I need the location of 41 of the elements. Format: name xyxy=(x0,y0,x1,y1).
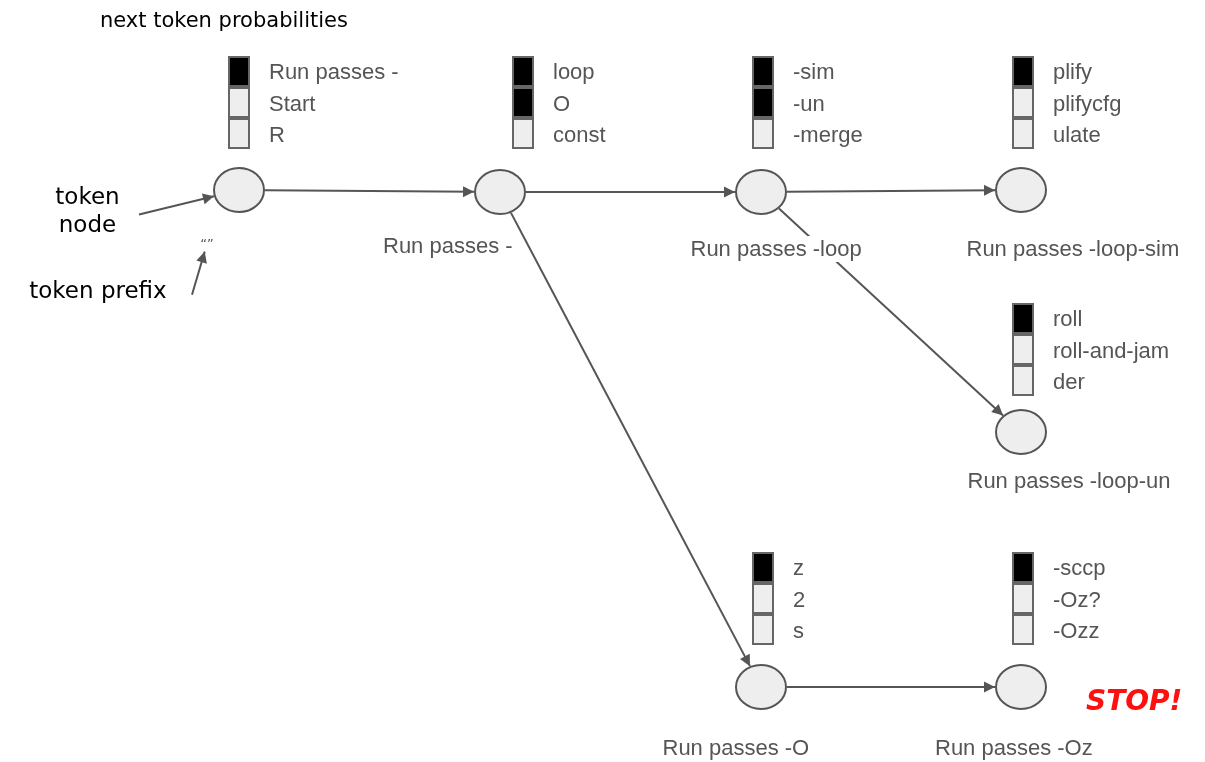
annotation-text: “” xyxy=(199,236,215,252)
candidate-token-label: roll-and-jam xyxy=(1053,339,1170,362)
annotation-text: token prefix xyxy=(28,277,168,305)
candidate-token-label: Run passes - xyxy=(269,61,399,83)
candidate-token-label: -sim xyxy=(793,61,835,83)
arrow xyxy=(510,211,751,668)
token-node-circle xyxy=(735,169,787,215)
token-prefix-label: Run passes -loop xyxy=(690,236,862,262)
leader-arrow xyxy=(138,193,215,216)
token-node-circle xyxy=(735,664,787,710)
candidate-token-label: -un xyxy=(793,92,825,115)
candidate-token-label: const xyxy=(553,124,606,146)
arrow xyxy=(786,681,996,693)
heading-label: next token probabilities xyxy=(100,10,348,31)
candidate-token-label: plifycfg xyxy=(1053,92,1122,115)
arrow xyxy=(786,184,996,196)
candidate-token-label: roll xyxy=(1053,308,1083,330)
candidate-token-label: s xyxy=(793,620,804,642)
candidate-token-label: loop xyxy=(553,61,595,83)
candidate-token-label: Start xyxy=(269,92,316,115)
candidate-token-label: 2 xyxy=(793,588,806,611)
token-node-circle xyxy=(995,664,1047,710)
arrow xyxy=(264,186,475,198)
candidate-token-label: -sccp xyxy=(1053,557,1106,579)
arrow xyxy=(778,207,1004,417)
candidate-token-label: z xyxy=(793,557,804,579)
candidate-token-label: -Ozz xyxy=(1053,620,1100,642)
stop-label: STOP! xyxy=(1086,687,1183,715)
token-node-circle xyxy=(995,409,1047,455)
candidate-token-label: R xyxy=(269,124,285,146)
candidate-token-label: ulate xyxy=(1053,124,1101,146)
token-node-circle xyxy=(474,169,526,215)
token-node-circle xyxy=(213,167,265,213)
annotation-text: token node xyxy=(54,183,121,239)
token-node-circle xyxy=(995,167,1047,213)
candidate-token-label: O xyxy=(553,92,571,115)
candidate-token-label: -Oz? xyxy=(1053,588,1101,611)
leader-arrow xyxy=(191,250,207,296)
candidate-token-label: -merge xyxy=(793,124,863,146)
candidate-token-label: der xyxy=(1053,371,1085,393)
arrow xyxy=(525,186,736,198)
